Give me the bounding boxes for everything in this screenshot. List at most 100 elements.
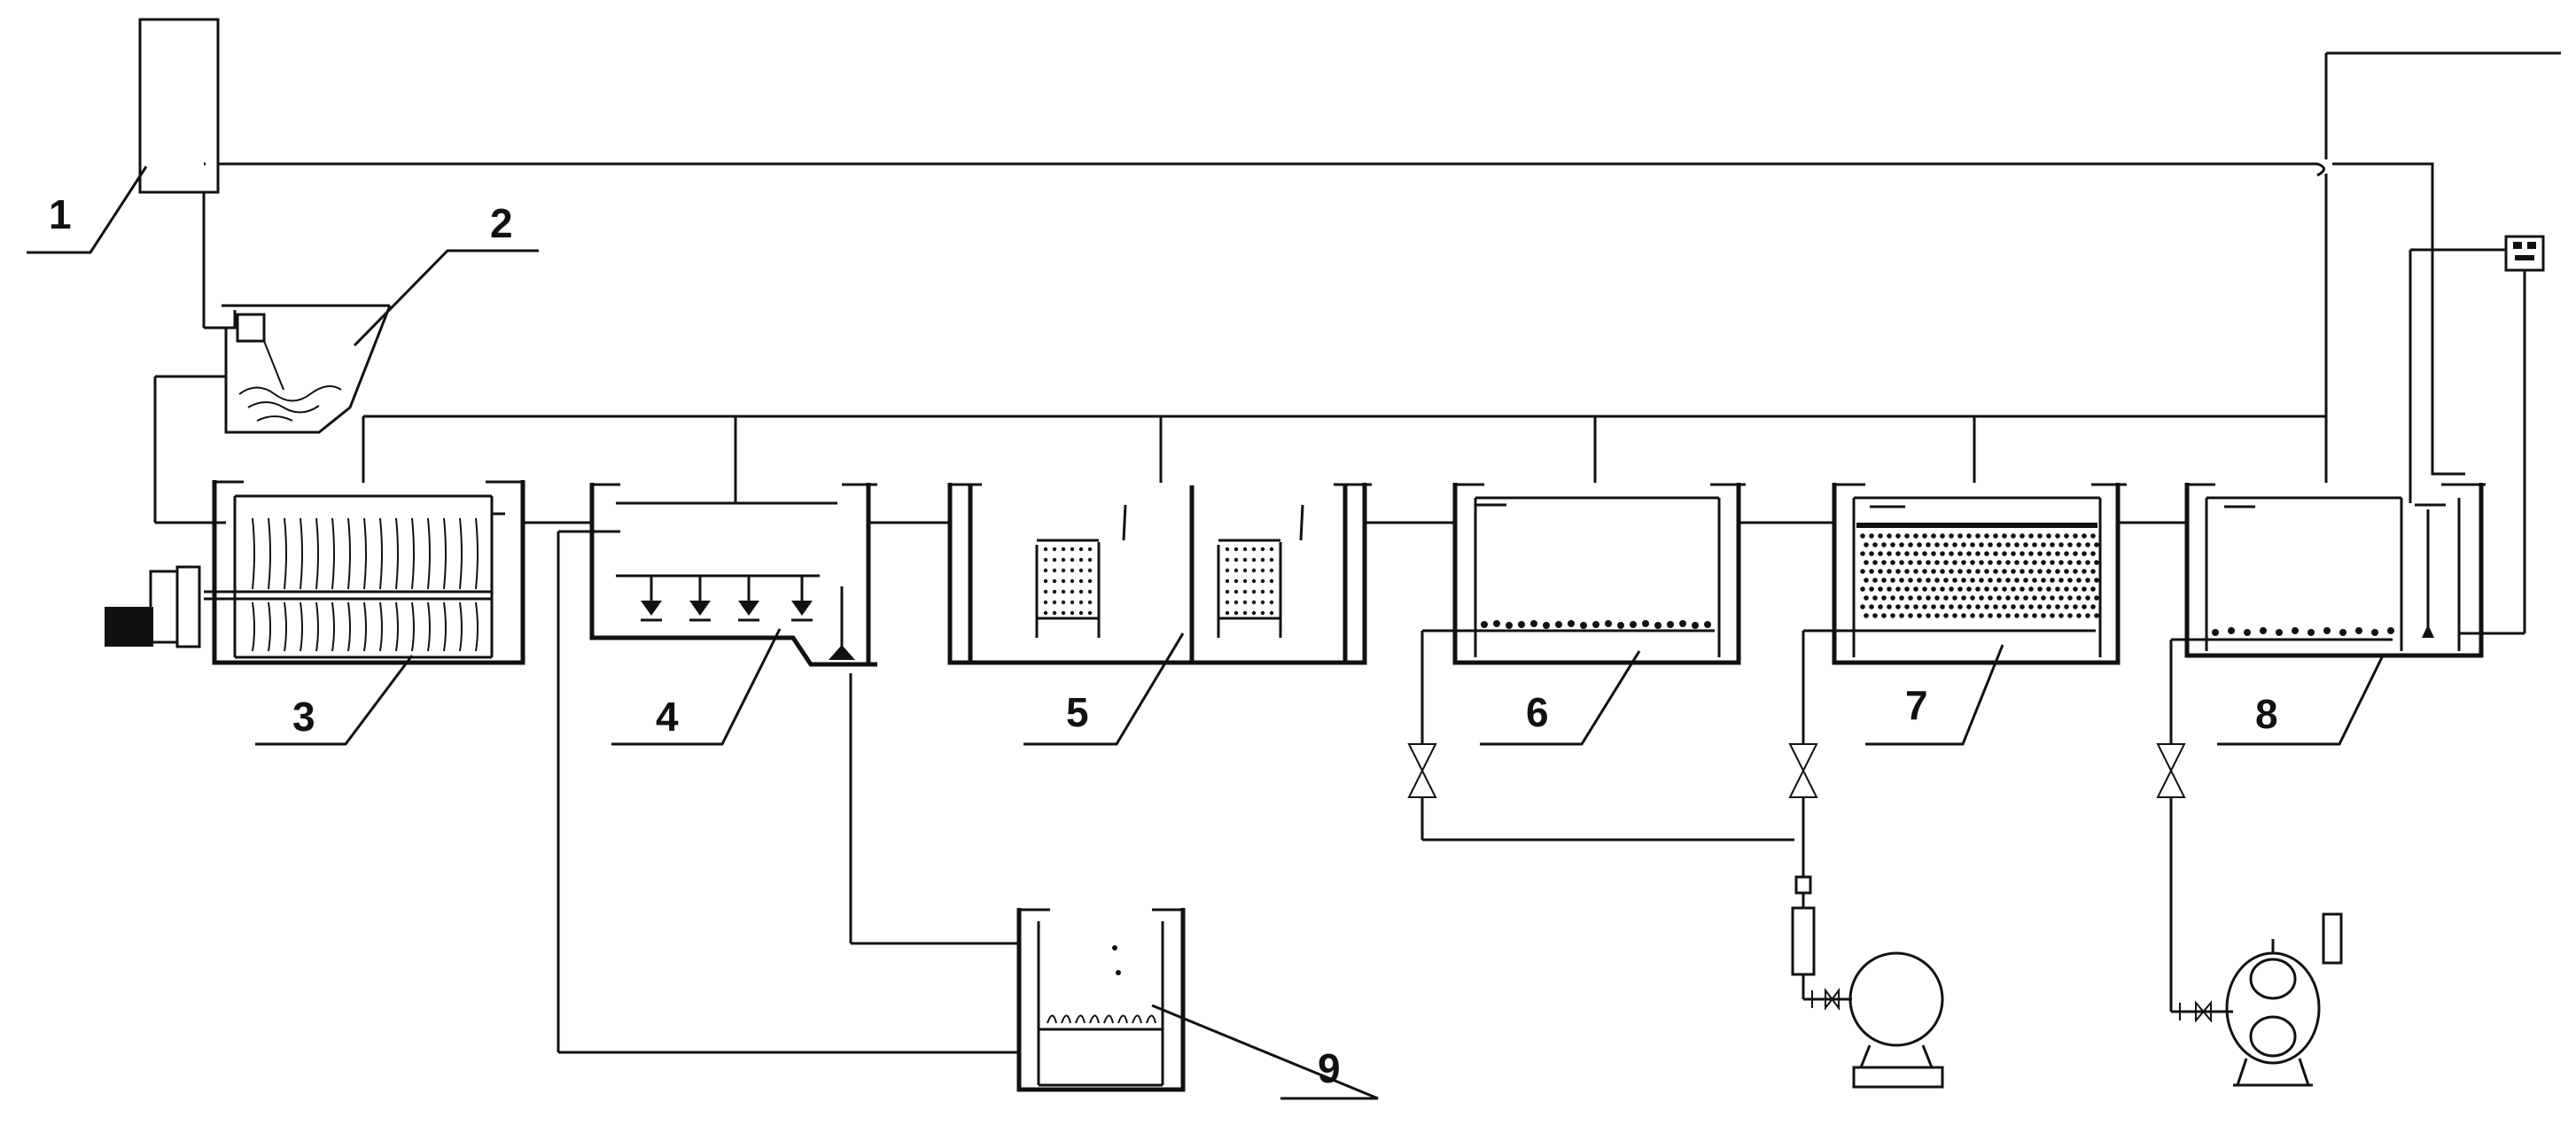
media-dot — [1251, 547, 1257, 552]
mixer-blade — [284, 517, 287, 590]
media-dot — [1926, 595, 1931, 601]
media-dot — [1864, 613, 1869, 618]
media-dot — [2020, 551, 2025, 556]
media-dot — [2037, 551, 2043, 556]
media-dot — [1890, 560, 1895, 565]
media-dot — [2082, 569, 2087, 574]
media-dot — [1052, 589, 1057, 594]
media-dot — [1878, 604, 1883, 609]
media-dot — [1078, 600, 1084, 605]
media-dot — [2046, 569, 2051, 574]
media-dot — [2094, 595, 2099, 601]
mixer-blade — [395, 517, 399, 590]
media-dot — [1881, 578, 1887, 583]
media-dot — [1242, 589, 1248, 594]
media-dot — [2085, 578, 2090, 583]
media-dot — [1961, 560, 1966, 565]
media-dot — [1908, 613, 1913, 618]
media-dot — [2064, 586, 2069, 592]
air-bubble — [1642, 620, 1649, 627]
media-dot — [1957, 586, 1963, 592]
media-dot — [1961, 613, 1966, 618]
media-dot — [2002, 604, 2007, 609]
media-dot — [1872, 613, 1878, 618]
media-dot — [1984, 551, 1989, 556]
media-dot — [1860, 604, 1865, 609]
mixer-blade — [395, 601, 399, 652]
media-dot — [1904, 533, 1910, 539]
media-dot — [2085, 560, 2090, 565]
media-dot — [2058, 613, 2064, 618]
aeration-piping — [1407, 631, 2343, 1089]
media-dot — [2046, 533, 2051, 539]
media-dot — [2046, 604, 2051, 609]
air-bubble — [2371, 629, 2378, 636]
media-dot — [1087, 589, 1093, 594]
air-bubble — [1543, 622, 1550, 629]
mixer-blade — [379, 601, 383, 652]
media-dot — [1934, 578, 1940, 583]
air-bubble — [1617, 622, 1624, 629]
mixer-blade — [459, 517, 463, 590]
media-dot — [2076, 560, 2082, 565]
media-dot — [1993, 551, 1998, 556]
media-dot — [2028, 586, 2034, 592]
media-dot — [1043, 547, 1048, 552]
media-dot — [1061, 600, 1066, 605]
media-dot — [1061, 568, 1066, 573]
media-dot — [1975, 604, 1981, 609]
media-dot — [1070, 610, 1075, 616]
media-dot — [1070, 568, 1075, 573]
air-bubble — [1506, 622, 1513, 629]
media-dot — [1251, 557, 1257, 562]
media-dot — [1260, 557, 1265, 562]
media-dot — [1890, 542, 1895, 547]
air-bubble — [1605, 620, 1612, 627]
media-dot — [1087, 568, 1093, 573]
label-5: 5 — [1066, 689, 1089, 735]
media-dot — [2085, 613, 2090, 618]
control-line — [202, 51, 2561, 477]
media-dot — [2028, 533, 2034, 539]
media-dot — [1061, 557, 1066, 562]
media-dot — [1913, 551, 1918, 556]
media-dot — [1864, 542, 1869, 547]
media-dot — [1061, 578, 1066, 584]
media-dot — [2011, 551, 2016, 556]
media-dot — [1988, 595, 1993, 601]
unit-9-sludge-tank — [1016, 908, 1186, 1092]
media-dot — [1926, 560, 1931, 565]
air-bubble — [2339, 629, 2346, 636]
media-dot — [1899, 542, 1904, 547]
media-dot — [1260, 600, 1265, 605]
media-dot — [1881, 613, 1887, 618]
media-dot — [1961, 542, 1966, 547]
media-dot — [2014, 560, 2020, 565]
media-dot — [1242, 568, 1248, 573]
media-dot — [1993, 569, 1998, 574]
media-dot — [1260, 568, 1265, 573]
media-dot — [1993, 586, 1998, 592]
media-dot — [1957, 551, 1963, 556]
media-dot — [1931, 569, 1936, 574]
media-dot — [2020, 586, 2025, 592]
media-dot — [2041, 542, 2046, 547]
media-dot — [1895, 604, 1901, 609]
media-dot — [1949, 586, 1954, 592]
sludge-particle — [1112, 945, 1117, 950]
media-dot — [1887, 586, 1892, 592]
unit-6-aeration-tank — [1365, 483, 1746, 665]
media-dot — [2020, 569, 2025, 574]
media-dot — [1052, 547, 1057, 552]
sludge-mark — [1089, 1014, 1100, 1024]
media-dot — [2002, 569, 2007, 574]
media-dot — [1251, 578, 1257, 584]
media-dot — [1957, 604, 1963, 609]
media-dot — [1234, 578, 1239, 584]
media-dot — [1061, 610, 1066, 616]
media-dot — [1887, 604, 1892, 609]
media-dot — [2005, 578, 2011, 583]
media-dot — [1940, 533, 1945, 539]
media-dot — [2090, 604, 2096, 609]
